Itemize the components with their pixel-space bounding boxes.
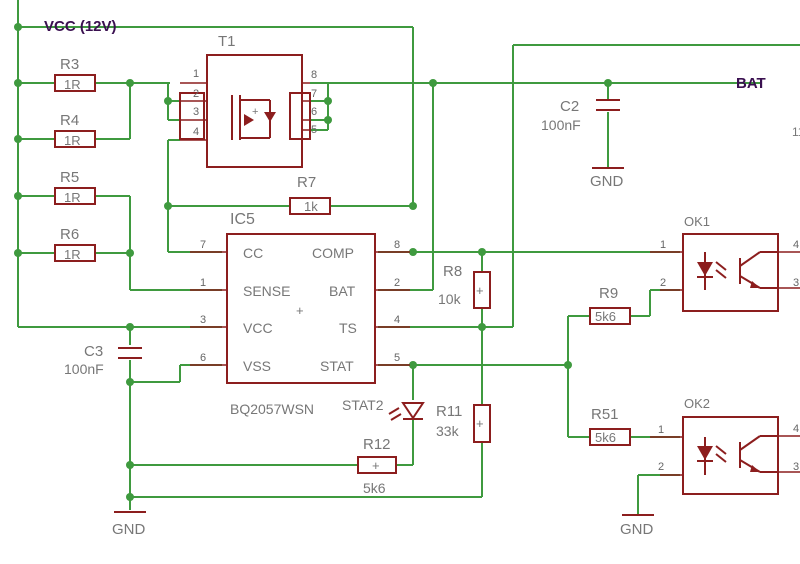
ic5-pin-2: 2 [394, 277, 400, 289]
t1-pin-3: 3 [193, 106, 199, 118]
r7-value: 1k [304, 199, 318, 214]
ic5-pin-5: 5 [394, 352, 400, 364]
ic5-label-vcc: VCC [243, 320, 273, 336]
t1-pin-7: 7 [311, 88, 317, 100]
c3-name: C3 [84, 343, 103, 360]
resistor-r11: + R11 33k [436, 403, 491, 443]
svg-text:+: + [372, 458, 380, 473]
vcc-net-label: VCC (12V) [44, 18, 117, 35]
ok2-pin-4: 4 [793, 423, 799, 435]
r3-value: 1R [64, 77, 81, 92]
r7-name: R7 [297, 174, 316, 191]
t1-pin-4: 4 [193, 126, 199, 138]
t1-pin-5: 5 [311, 124, 317, 136]
ic5-pin-8: 8 [394, 239, 400, 251]
ok1-pin-2: 2 [660, 277, 666, 289]
gnd-ok2-label: GND [620, 521, 654, 538]
r5-name: R5 [60, 169, 79, 186]
ic5-pin-1: 1 [200, 277, 206, 289]
r3-name: R3 [60, 56, 79, 73]
svg-text:+: + [252, 106, 258, 118]
ic5-part: BQ2057WSN [230, 401, 314, 417]
ok1-pin-3: 3 [793, 277, 799, 289]
junctions [14, 23, 612, 501]
r9-value: 5k6 [595, 309, 616, 324]
optocoupler-ok2: OK2 1 2 4 3 GND [620, 396, 800, 538]
ic5-pin-4: 4 [394, 314, 400, 326]
svg-text:+: + [296, 303, 304, 318]
ic5-label-stat: STAT [320, 358, 354, 374]
transistor-t1: T1 + 1 2 3 4 8 7 6 5 [179, 33, 317, 168]
r51-name: R51 [591, 406, 619, 423]
capacitor-c2: C2 100nF GND [541, 98, 624, 190]
svg-text:+: + [476, 416, 484, 431]
r6-name: R6 [60, 226, 79, 243]
t1-pin-8: 8 [311, 69, 317, 81]
ic5-label-comp: COMP [312, 245, 354, 261]
ic5-label-vss: VSS [243, 358, 271, 374]
resistor-r6: R6 1R [54, 226, 96, 262]
ok2-pin-3: 3 [793, 461, 799, 473]
resistor-r3: R3 1R [54, 56, 96, 92]
resistor-r8: + R8 10k [438, 263, 491, 309]
ok2-pin-2: 2 [658, 461, 664, 473]
ic5-label-cc: CC [243, 245, 263, 261]
ic5-name: IC5 [230, 211, 255, 228]
c3-value: 100nF [64, 361, 104, 377]
r9-name: R9 [599, 285, 618, 302]
r51-value: 5k6 [595, 430, 616, 445]
wires [17, 0, 800, 515]
resistor-r51: R51 5k6 [589, 406, 631, 446]
c2-value: 100nF [541, 117, 581, 133]
ic5-label-sense: SENSE [243, 283, 290, 299]
resistor-r4: R4 1R [54, 112, 96, 148]
ok1-pin-4: 4 [793, 239, 799, 251]
ic5-pin-7: 7 [200, 239, 206, 251]
r5-value: 1R [64, 190, 81, 205]
led-stat2: STAT2 [342, 397, 425, 421]
capacitor-c3: C3 100nF GND [64, 343, 146, 538]
r4-value: 1R [64, 133, 81, 148]
svg-text:+: + [476, 283, 484, 298]
t1-pin-2: 2 [193, 88, 199, 100]
t1-pin-1: 1 [193, 68, 199, 80]
ic5-label-ts: TS [339, 320, 357, 336]
resistor-r5: R5 1R [54, 169, 96, 205]
r11-name: R11 [436, 403, 462, 420]
r11-value: 33k [436, 423, 460, 439]
ok2-pin-1: 1 [658, 424, 664, 436]
t1-name: T1 [218, 33, 236, 50]
optocoupler-ok1: OK1 1 2 4 3 [650, 214, 800, 312]
r8-name: R8 [443, 263, 462, 280]
r6-value: 1R [64, 247, 81, 262]
gnd-c3-label: GND [112, 521, 146, 538]
ok1-name: OK1 [684, 214, 710, 229]
ic5-pin-6: 6 [200, 352, 206, 364]
ic5-pin-3: 3 [200, 314, 206, 326]
resistor-r12: + R12 5k6 [357, 436, 397, 496]
c2-name: C2 [560, 98, 579, 115]
ic5-bq2057: IC5 BQ2057WSN + 7 1 3 6 CC SENSE VCC VSS… [190, 211, 410, 417]
edge-text: 11 [792, 125, 800, 139]
ic5-label-bat: BAT [329, 283, 356, 299]
r12-value: 5k6 [363, 480, 386, 496]
resistor-r7: R7 1k [289, 174, 331, 215]
gnd-c2-label: GND [590, 173, 624, 190]
bat-net-label: BAT [736, 75, 766, 92]
t1-pin-6: 6 [311, 106, 317, 118]
r12-name: R12 [363, 436, 391, 453]
led-name: STAT2 [342, 397, 384, 413]
r8-value: 10k [438, 291, 462, 307]
r4-name: R4 [60, 112, 79, 129]
ok1-pin-1: 1 [660, 239, 666, 251]
resistor-r9: R9 5k6 [589, 285, 631, 325]
ok2-name: OK2 [684, 396, 710, 411]
